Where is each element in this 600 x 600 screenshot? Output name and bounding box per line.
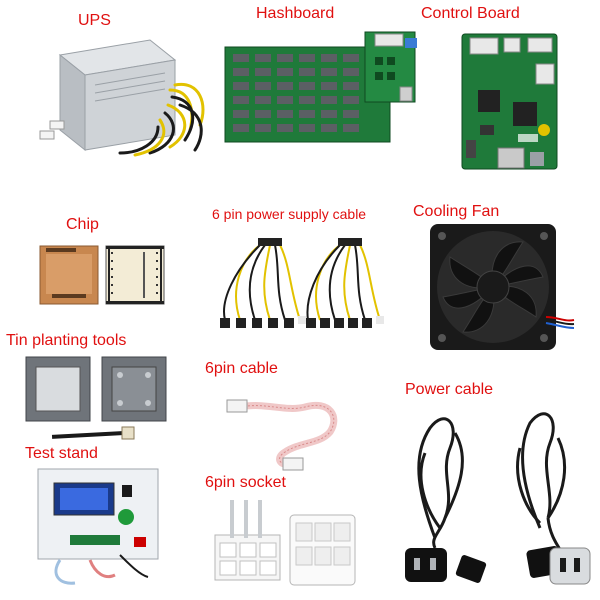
- label-chip: Chip: [66, 216, 99, 233]
- label-6pin-socket: 6pin socket: [205, 474, 286, 491]
- label-test-stand: Test stand: [25, 445, 98, 462]
- label-6pin-cable: 6pin cable: [205, 360, 278, 377]
- label-ups: UPS: [78, 12, 111, 29]
- 6pin-socket-image: [210, 495, 360, 595]
- control-board-image: [458, 30, 563, 175]
- 6pin-cable-image: [225, 382, 345, 472]
- power-cable-image: [400, 398, 598, 598]
- label-control-board: Control Board: [421, 5, 520, 22]
- tin-planting-tools-image: [22, 355, 172, 450]
- label-tin-planting-tools: Tin planting tools: [6, 332, 127, 349]
- cooling-fan-image: [428, 222, 576, 352]
- power-supply-cable-image: [220, 230, 385, 335]
- test-stand-image: [30, 465, 170, 590]
- label-cooling-fan: Cooling Fan: [413, 203, 500, 220]
- label-power-cable: Power cable: [405, 381, 494, 398]
- label-6-pin-power-supply-cable: 6 pin power supply cable: [212, 206, 367, 222]
- hashboard-image: [224, 31, 420, 147]
- chip-image: [38, 242, 173, 307]
- ups-image: [39, 35, 210, 165]
- label-hashboard: Hashboard: [256, 5, 335, 22]
